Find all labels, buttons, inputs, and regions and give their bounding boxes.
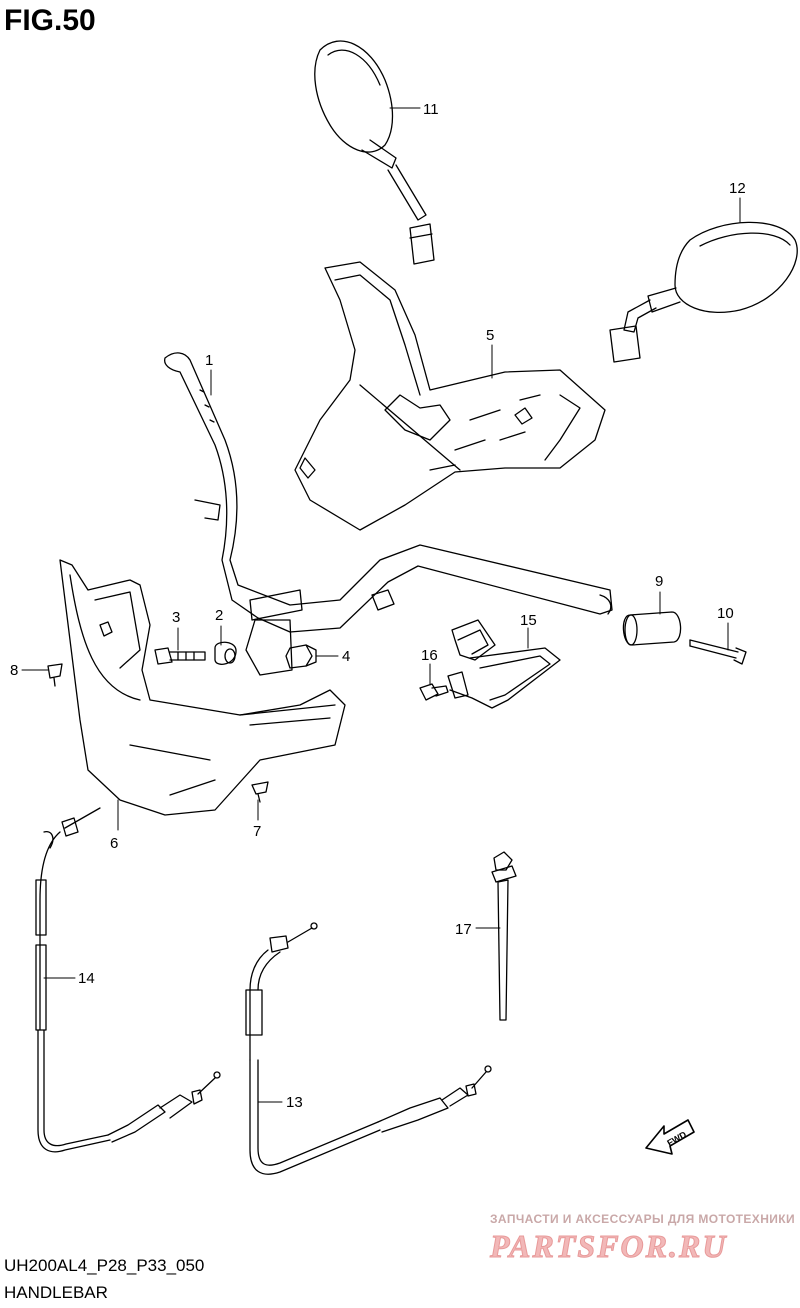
part-2-collar: [214, 641, 237, 665]
callout-labels: 1 2 3 4 5 6 7 8 9 10 11 12 13 14 15 16 1…: [10, 101, 746, 1111]
part-5-upper-cover: [294, 261, 606, 531]
fwd-arrow-icon: FWD: [645, 1119, 695, 1155]
part-6-lower-cover: [59, 559, 346, 816]
callout-16: 16: [421, 647, 438, 664]
part-12-right-mirror: [609, 221, 798, 363]
callout-13: 13: [286, 1094, 303, 1111]
callout-1: 1: [205, 352, 213, 369]
callout-2: 2: [215, 607, 223, 624]
part-11-left-mirror: [314, 40, 435, 265]
part-3-bolt: [154, 647, 206, 665]
part-14-left-cable: [35, 807, 221, 1153]
watermark-tagline: ЗАПЧАСТИ И АКСЕССУАРЫ ДЛЯ МОТОТЕХНИКИ: [490, 1212, 796, 1226]
figure-code: UH200AL4_P28_P33_050: [4, 1256, 205, 1275]
part-13-right-cable: [245, 922, 492, 1175]
part-16-bolt: [419, 683, 449, 701]
part-1-handlebar: [164, 352, 613, 676]
part-17-cable-tie: [491, 851, 517, 1021]
figure-title: FIG.50: [4, 4, 96, 37]
part-9-grip: [622, 611, 682, 646]
callout-3: 3: [172, 609, 180, 626]
watermark-logo: PARTSFOR.RU: [489, 1228, 728, 1265]
callout-14: 14: [78, 970, 95, 987]
callout-5: 5: [486, 327, 494, 344]
part-15-bracket: [447, 619, 561, 709]
callout-8: 8: [10, 662, 18, 679]
callout-9: 9: [655, 573, 663, 590]
callout-15: 15: [520, 612, 537, 629]
callout-11: 11: [423, 101, 439, 118]
figure-name: HANDLEBAR: [4, 1283, 108, 1302]
callout-7: 7: [253, 823, 261, 840]
callout-12: 12: [729, 180, 746, 197]
callout-17: 17: [455, 921, 472, 938]
part-10-long-screw: [689, 639, 747, 665]
part-7-screw: [251, 781, 269, 803]
callout-leaders: [21, 107, 741, 1103]
callout-4: 4: [342, 648, 350, 665]
part-4-nut: [285, 644, 317, 669]
callout-6: 6: [110, 835, 118, 852]
part-8-screw: [47, 663, 63, 687]
callout-10: 10: [717, 605, 734, 622]
